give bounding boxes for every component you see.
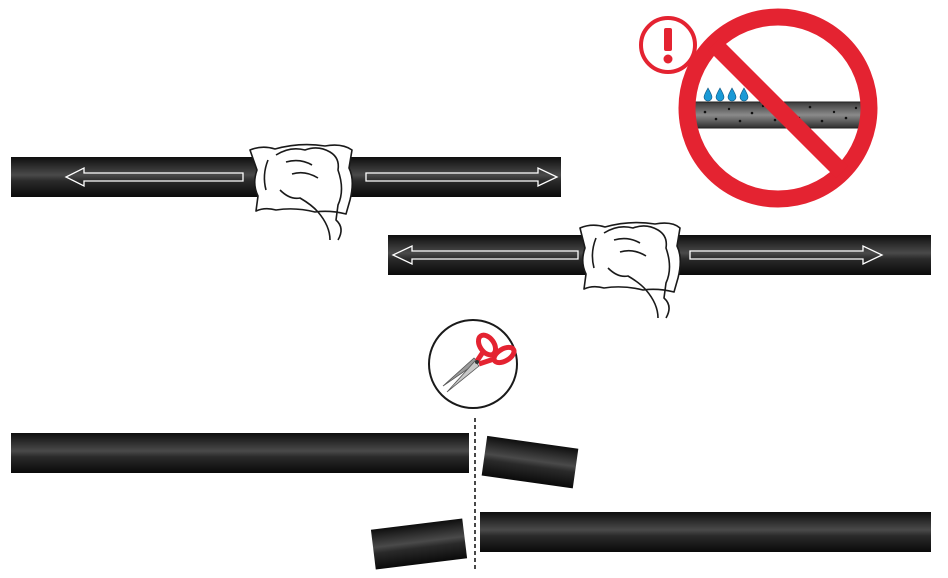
warning-icon	[639, 16, 697, 74]
arrow-left-icon	[64, 166, 244, 188]
prohibited-icon	[678, 8, 878, 208]
scissors-badge	[428, 319, 518, 409]
arrow-right-icon	[365, 166, 559, 188]
hand-wipe-icon	[249, 143, 354, 241]
hand-wipe-icon	[579, 221, 682, 319]
tube-cut-left	[11, 433, 469, 473]
tube-cut-piece-upper	[481, 435, 579, 489]
arrow-right-icon	[689, 244, 884, 266]
wipe-step-2	[388, 221, 931, 319]
tube-cut-right	[480, 512, 931, 552]
arrow-left-icon	[391, 244, 579, 266]
tube-cut-piece-lower	[370, 518, 468, 570]
wipe-step-1	[11, 143, 561, 241]
water-drop-icon	[703, 87, 749, 102]
prohibited-wet-tube	[639, 8, 878, 208]
scissors-icon	[442, 332, 517, 393]
cut-step	[11, 319, 931, 572]
